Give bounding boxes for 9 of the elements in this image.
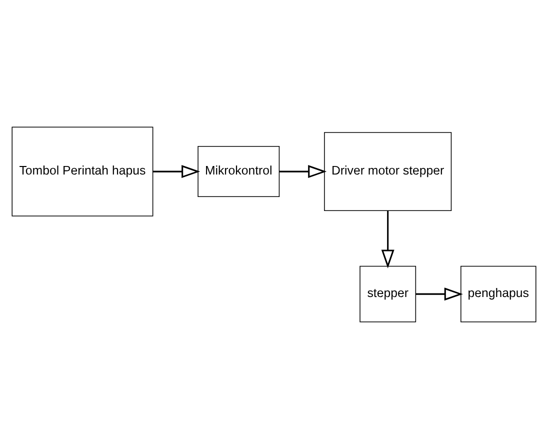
node-box: Driver motor stepper: [324, 132, 452, 210]
node-box: Tombol Perintah hapus: [12, 126, 154, 216]
arrow: [152, 164, 200, 178]
node-box: penghapus: [460, 265, 536, 322]
node-box: Mikrokontrol: [198, 146, 280, 197]
node-box: stepper: [360, 265, 416, 322]
arrow: [416, 287, 463, 300]
arrow: [279, 164, 327, 178]
arrow: [381, 210, 394, 268]
